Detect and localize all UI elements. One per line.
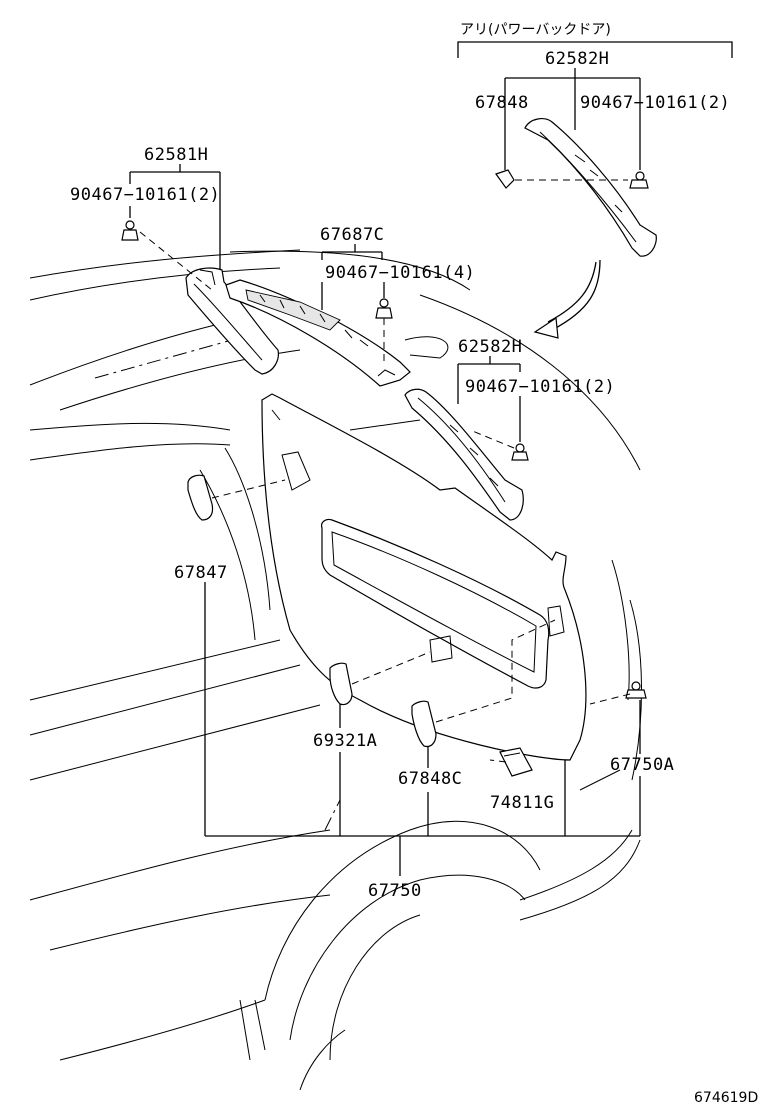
label-90467-left: 90467−10161(2) [70,185,220,205]
clip-90467-inset [629,171,649,189]
part-69321A-cover [329,662,353,706]
label-62582H-top: 62582H [545,49,609,69]
part-74811G-handle [499,747,533,777]
label-90467-center: 90467−10161(4) [325,263,475,283]
clip-90467-left [121,220,139,241]
label-90467-top-right: 90467−10161(2) [580,93,730,113]
label-62581H: 62581H [144,145,208,165]
part-62582H-pillar-trim [404,388,524,521]
label-74811G: 74811G [490,793,554,813]
variant-note: アリ(パワーバックドア) [460,22,611,38]
label-67848: 67848 [475,93,529,113]
part-62581H-pillar-trim [185,267,279,375]
clip-67750A [625,681,647,699]
part-67848-cover [495,169,515,189]
label-69321A: 69321A [313,731,377,751]
label-67847: 67847 [174,563,228,583]
assembly-lines [139,179,631,763]
label-67687C: 67687C [320,225,384,245]
clip-90467-mid-right [511,443,529,461]
label-67848C: 67848C [398,769,462,789]
part-67687C-upper-trim [225,279,411,387]
part-67848C-cover [411,700,437,748]
leader-lines [129,41,733,876]
label-67750: 67750 [368,881,422,901]
label-90467-mid-right: 90467−10161(2) [465,377,615,397]
clip-90467-center [375,298,393,319]
label-62582H-mid: 62582H [458,337,522,357]
part-67847-cover [187,474,214,521]
label-67750A: 67750A [610,755,674,775]
inset-arrow [533,259,601,339]
figure-id: 674619D [694,1090,758,1106]
part-62582H-inset [524,118,657,257]
